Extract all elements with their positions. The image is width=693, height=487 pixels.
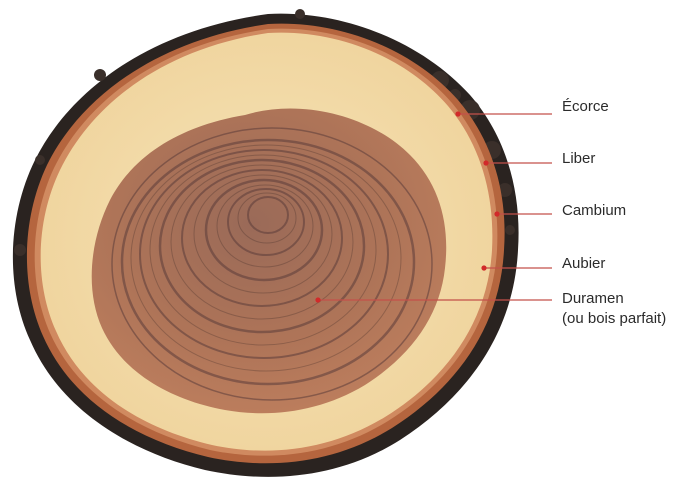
label-liber: Liber	[562, 149, 595, 168]
label-aubier: Aubier	[562, 254, 605, 273]
label-ecorce: Écorce	[562, 97, 609, 116]
label-duramen-sub: (ou bois parfait)	[562, 309, 666, 328]
label-cambium: Cambium	[562, 201, 626, 220]
label-duramen: Duramen	[562, 289, 624, 308]
